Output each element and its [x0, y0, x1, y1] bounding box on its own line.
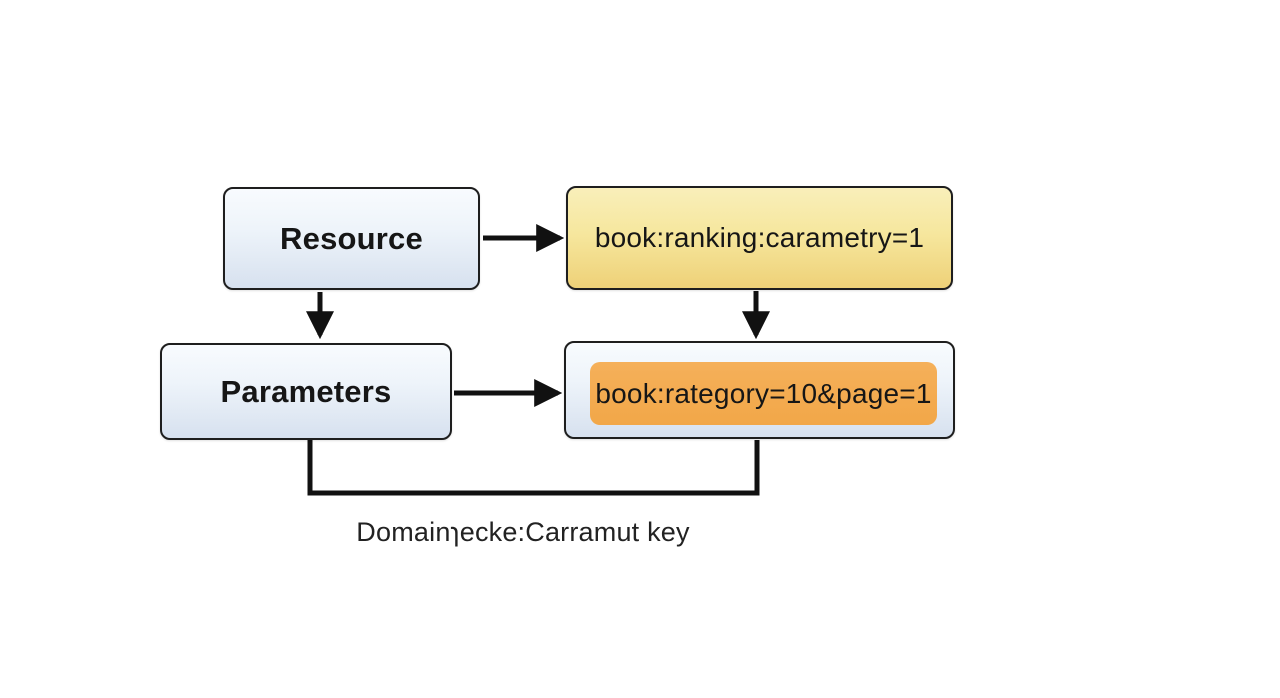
connector-parameters-result-loop — [307, 440, 760, 496]
diagram-caption: Domainɿecke:Carramut key — [356, 517, 690, 547]
parameters-node: Parameters — [160, 343, 452, 440]
request-key-node: book:ranking:carametry=1 — [566, 186, 953, 290]
resource-node: Resource — [223, 187, 480, 290]
parameters-node-label: Parameters — [220, 373, 392, 409]
result-key-node: book:rategory=10&page=1 — [564, 341, 955, 439]
result-key-highlight: book:rategory=10&page=1 — [590, 362, 937, 425]
resource-node-label: Resource — [280, 220, 423, 256]
request-key-node-label: book:ranking:carametry=1 — [594, 222, 925, 253]
result-key-node-label: book:rategory=10&page=1 — [595, 377, 932, 409]
